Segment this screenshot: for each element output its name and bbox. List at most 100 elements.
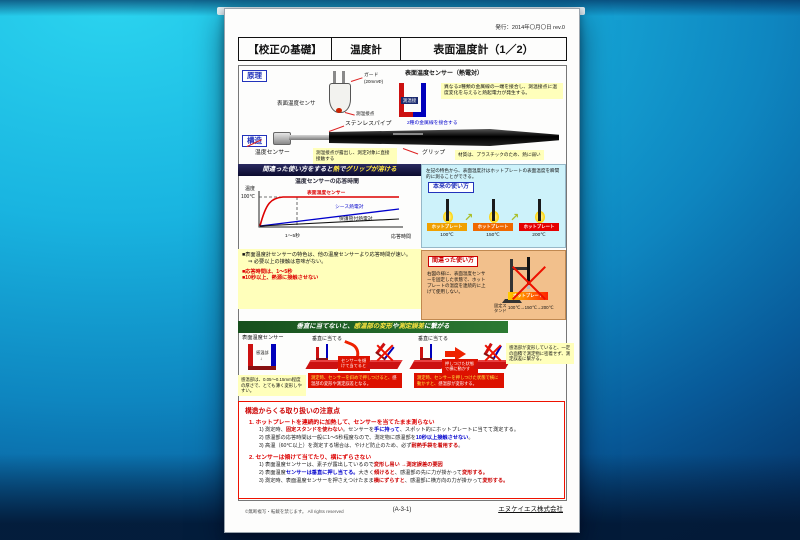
stand-pole [510,259,513,299]
clamped-sensor-tip [527,285,530,289]
caution-item-1: 1. ホットプレートを連続的に加熱して、センサーを当てたまま測らない [249,420,435,426]
footer-copyright: ©無断複写・転載を禁じます。 All rights reserved [245,509,344,514]
down-arrow-icon: ↓ [260,356,263,361]
principle-section-label: 原理 [242,70,267,83]
sensor-glyph [538,199,541,221]
footer-page-number: (A-3-1) [392,507,412,513]
wrong-use-panel: 間違った使い方 右図の様に、表面温度センサーを固定した状態で、ホットプレートの温… [421,250,566,320]
vertical-contact-row: 表面温度センサー 感温部 ↓ 感温部は、0.05～0.15mm程度の厚さで、とて… [238,335,574,397]
red-x-mark [374,341,396,363]
response-note-4: ■10秒以上、熱源に接触させない [242,275,319,282]
red-x-mark [482,341,504,363]
tilt-warning-note: 測定時、センサーを斜めで押しつけると、感温部の変形や測定誤差となる。 [308,373,402,389]
response-note-2: ⇒ 必要以上の接触は意味がない。 [248,258,327,265]
caution-item-2-1: 1) 表面温度センサーは、素子が露出しているので変形し易い →測定誤差の要因 [259,462,443,469]
issue-date: 発行：2014年〇月〇日 rev.0 [495,25,565,31]
response-note-3: ■応答時間は、1～5秒 [242,268,293,275]
probe-tip-caption: 表面温度センサ [277,101,316,107]
chart-y-tick: 100℃ [241,194,255,200]
u-bottom-bar [248,366,276,370]
proper-use-label: 本来の使い方 [428,182,475,193]
hotplate-label: ホットプレート [519,223,559,231]
guard-label: ガード [364,73,379,78]
pen-sensor-print [393,133,423,135]
response-time-chart: 温度センサーの応答時間 温度 100℃ 表面温度センサー シース熱電対 保護管付… [241,179,413,245]
hotplate-item: ホットプレート 150℃ [472,195,514,245]
caution-item-1-3: 3) 高温（60℃以上）を測定する場合は、やけど防止のため、必ず耐熱手袋を着用す… [259,443,464,450]
sensing-part-label: 感温部 [256,350,269,355]
step2-caption: 垂直に当てる [418,336,449,342]
caution-item-2-2: 2) 表面温度センサーは垂直に押し当てる。大きく傾けると、感温部の先に力が掛かっ… [259,470,488,477]
footer-company-name: エヌケイエス株式会社 [498,506,563,513]
surface-sensor-caption: 表面温度センサー [242,335,284,341]
chart-x-label: 応答時間 [390,234,411,240]
wrong-hotplate-label: ホットプレート [508,292,548,300]
pen-sensor-photo [273,129,559,146]
probe-junction-dot [336,108,342,113]
thermocouple-diagram: 測温接点 [399,83,427,117]
vertical-warning-banner: 垂直に当てないと、感温部の変形や測定誤差に繋がる [238,321,508,333]
thermocouple-blue-bottom [413,112,426,117]
melt-warning-banner: 間違った使い方をすると熱でグリップが溶ける [238,164,421,176]
temp-sensor-label: 温度センサー [255,150,290,156]
chart-series-sheath: シース熱電対 [335,205,364,210]
slide-mini-note: 押しつけた状態で横に動かす [442,359,478,374]
grip-label: グリップ [422,150,446,156]
up-arrow-icon: ↗ [464,212,474,224]
probe-prong [342,71,345,87]
deform-result-note: 感温部が変形していると、一定の面積で測定物に密着せず、測定誤差に繋がる。 [506,343,574,365]
sensor-u-diagram: 感温部 ↓ [248,344,276,370]
chart-series-protected: 保護管付熱電対 [339,217,373,222]
hotplate-label: ホットプレート [473,223,513,231]
tilted-sensor-on-plate [365,341,403,369]
thermocouple-title: 表面温度センサー（熱電対） [405,71,484,77]
hotplate-temp: 100℃ [440,233,454,238]
hotplate-temp: 200℃ [532,233,546,238]
probe-junction-label: 測温接点 [356,111,375,116]
title-table: 【校正の基礎】 温度計 表面温度計（1／2） [238,37,567,61]
thermocouple-note: 異なる2種類の金属線の一端を接合し、測温接点に温度変化を与えると熱起電力が発生す… [441,83,563,100]
response-chart-svg [258,191,403,228]
response-notes: ■表面温度計センサーの特色は、他の温度センサーより応答時間が速い。 ⇒ 必要以上… [238,249,422,309]
u-blue-leg [271,344,276,366]
stand-caption: 固定スタンド [494,303,507,314]
hotplate-item: ホットプレート 200℃ [518,195,560,245]
wrong-use-diagram: ホットプレート 固定スタンド 100℃→150℃→200℃ [494,255,562,315]
slide-warning-note: 測定時、センサーを押しつけた状態で横に動かすと、感温部が変形する。 [414,373,504,389]
stand-arm [513,267,528,270]
handling-cautions-box: 構造からくる取り扱いの注意点 1. ホットプレートを連続的に加熱して、センサーを… [238,401,565,499]
pen-sensor-pipe [289,135,329,140]
hotplate-row: ↗ ↗ ホットプレート 100℃ ホットプレート 150℃ [424,195,563,245]
caution-item-1-2: 2) 感温部の応答時間は一般に1～5秒程度なので、測定物に感温部を10秒以上接触… [259,435,474,442]
chart-series-surface: 表面温度センサー [307,191,346,196]
temp-sensor-note: 測温接点が露出し、測定対象に直接接触する [313,148,397,164]
title-cell-subject: 表面温度計（1／2） [433,44,534,56]
wrong-temps: 100℃→150℃→200℃ [508,305,554,310]
upright-sensor-on-plate [409,344,447,369]
pen-sensor-body [329,129,559,146]
hotplate-temp: 150℃ [486,233,500,238]
chart-title: 温度センサーの応答時間 [295,179,359,185]
thin-part-note: 感温部は、0.05～0.15mm程度の厚さで、とても薄く変形しやすい。 [238,375,306,397]
sensor-glyph [446,199,449,221]
caution-item-1-1: 1) 測定時、固定スタンドを使わない。センサーを手に持って、スポット的にホットプ… [259,427,520,433]
u-red-leg [248,344,253,366]
probe-prong [333,71,336,87]
chart-y-label: 温度 [245,186,256,192]
tilt-mini-note: センサーを傾けて当てると [338,356,370,371]
thermocouple-blue-leg [421,83,426,112]
grip-note: 材質は、プラスチックのため、熱に弱い [455,150,544,160]
thermocouple-red-bottom [399,112,413,117]
red-x-mark [506,261,552,303]
u-sensor-glyph [316,344,328,360]
fat-arrow-icon [445,347,466,361]
thermocouple-junction-tag: 測温接点 [401,97,418,110]
probe-tip-drawing [325,71,355,117]
step1-caption: 垂直に当てる [312,336,343,342]
chart-x-tick: 1～5秒 [285,234,300,239]
caution-item-2: 2. センサーは傾けて当てたり、横にずらさない [249,455,372,462]
wrong-use-text: 右図の様に、表面温度センサーを固定した状態で、ホットプレートの温度を連続的に上げ… [427,271,486,294]
tilted-sensor-on-plate [473,341,511,369]
proper-use-intro: 左記の特色から、表面温度計はホットプレートの表面温度を瞬間的に測ることができる。 [426,168,560,179]
